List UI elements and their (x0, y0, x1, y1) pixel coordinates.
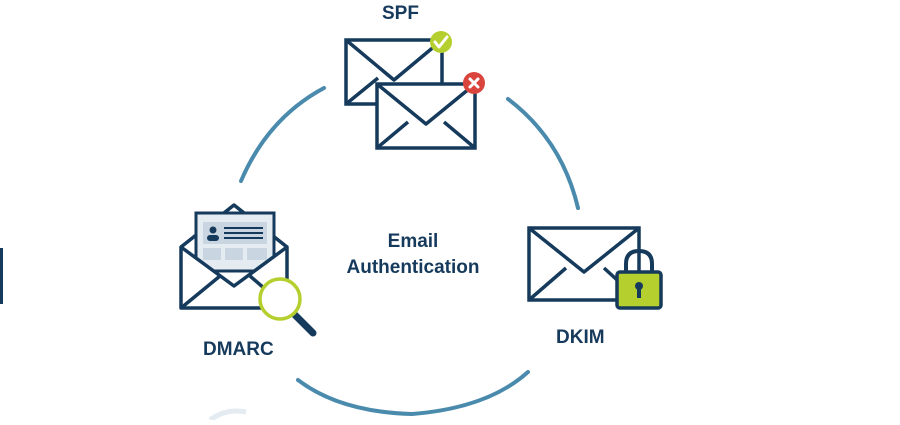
x-badge-icon (463, 72, 485, 94)
person-icon (209, 226, 217, 234)
check-badge-icon (430, 31, 452, 53)
dmarc-label: DMARC (203, 339, 274, 360)
dmarc-node (179, 203, 317, 337)
ring-arc-spf-dkim (506, 97, 580, 210)
edge-fragment (0, 248, 3, 304)
spf-label: SPF (382, 3, 419, 24)
ring-arc-dkim-dmarc (296, 370, 530, 417)
center-title-line-2: Authentication (346, 257, 480, 278)
ring-arc-dmarc-spf (239, 86, 326, 183)
envelope-icon (375, 82, 477, 150)
dkim-label: DKIM (556, 327, 605, 348)
cycle-ring (239, 86, 580, 417)
center-title: Email Authentication (330, 229, 496, 281)
magnifier-icon (258, 277, 317, 337)
center-title-line-1: Email (387, 231, 439, 252)
spf-node (344, 31, 485, 150)
edge-fragment (208, 408, 247, 423)
padlock-icon (615, 248, 663, 310)
dkim-node (527, 226, 663, 310)
